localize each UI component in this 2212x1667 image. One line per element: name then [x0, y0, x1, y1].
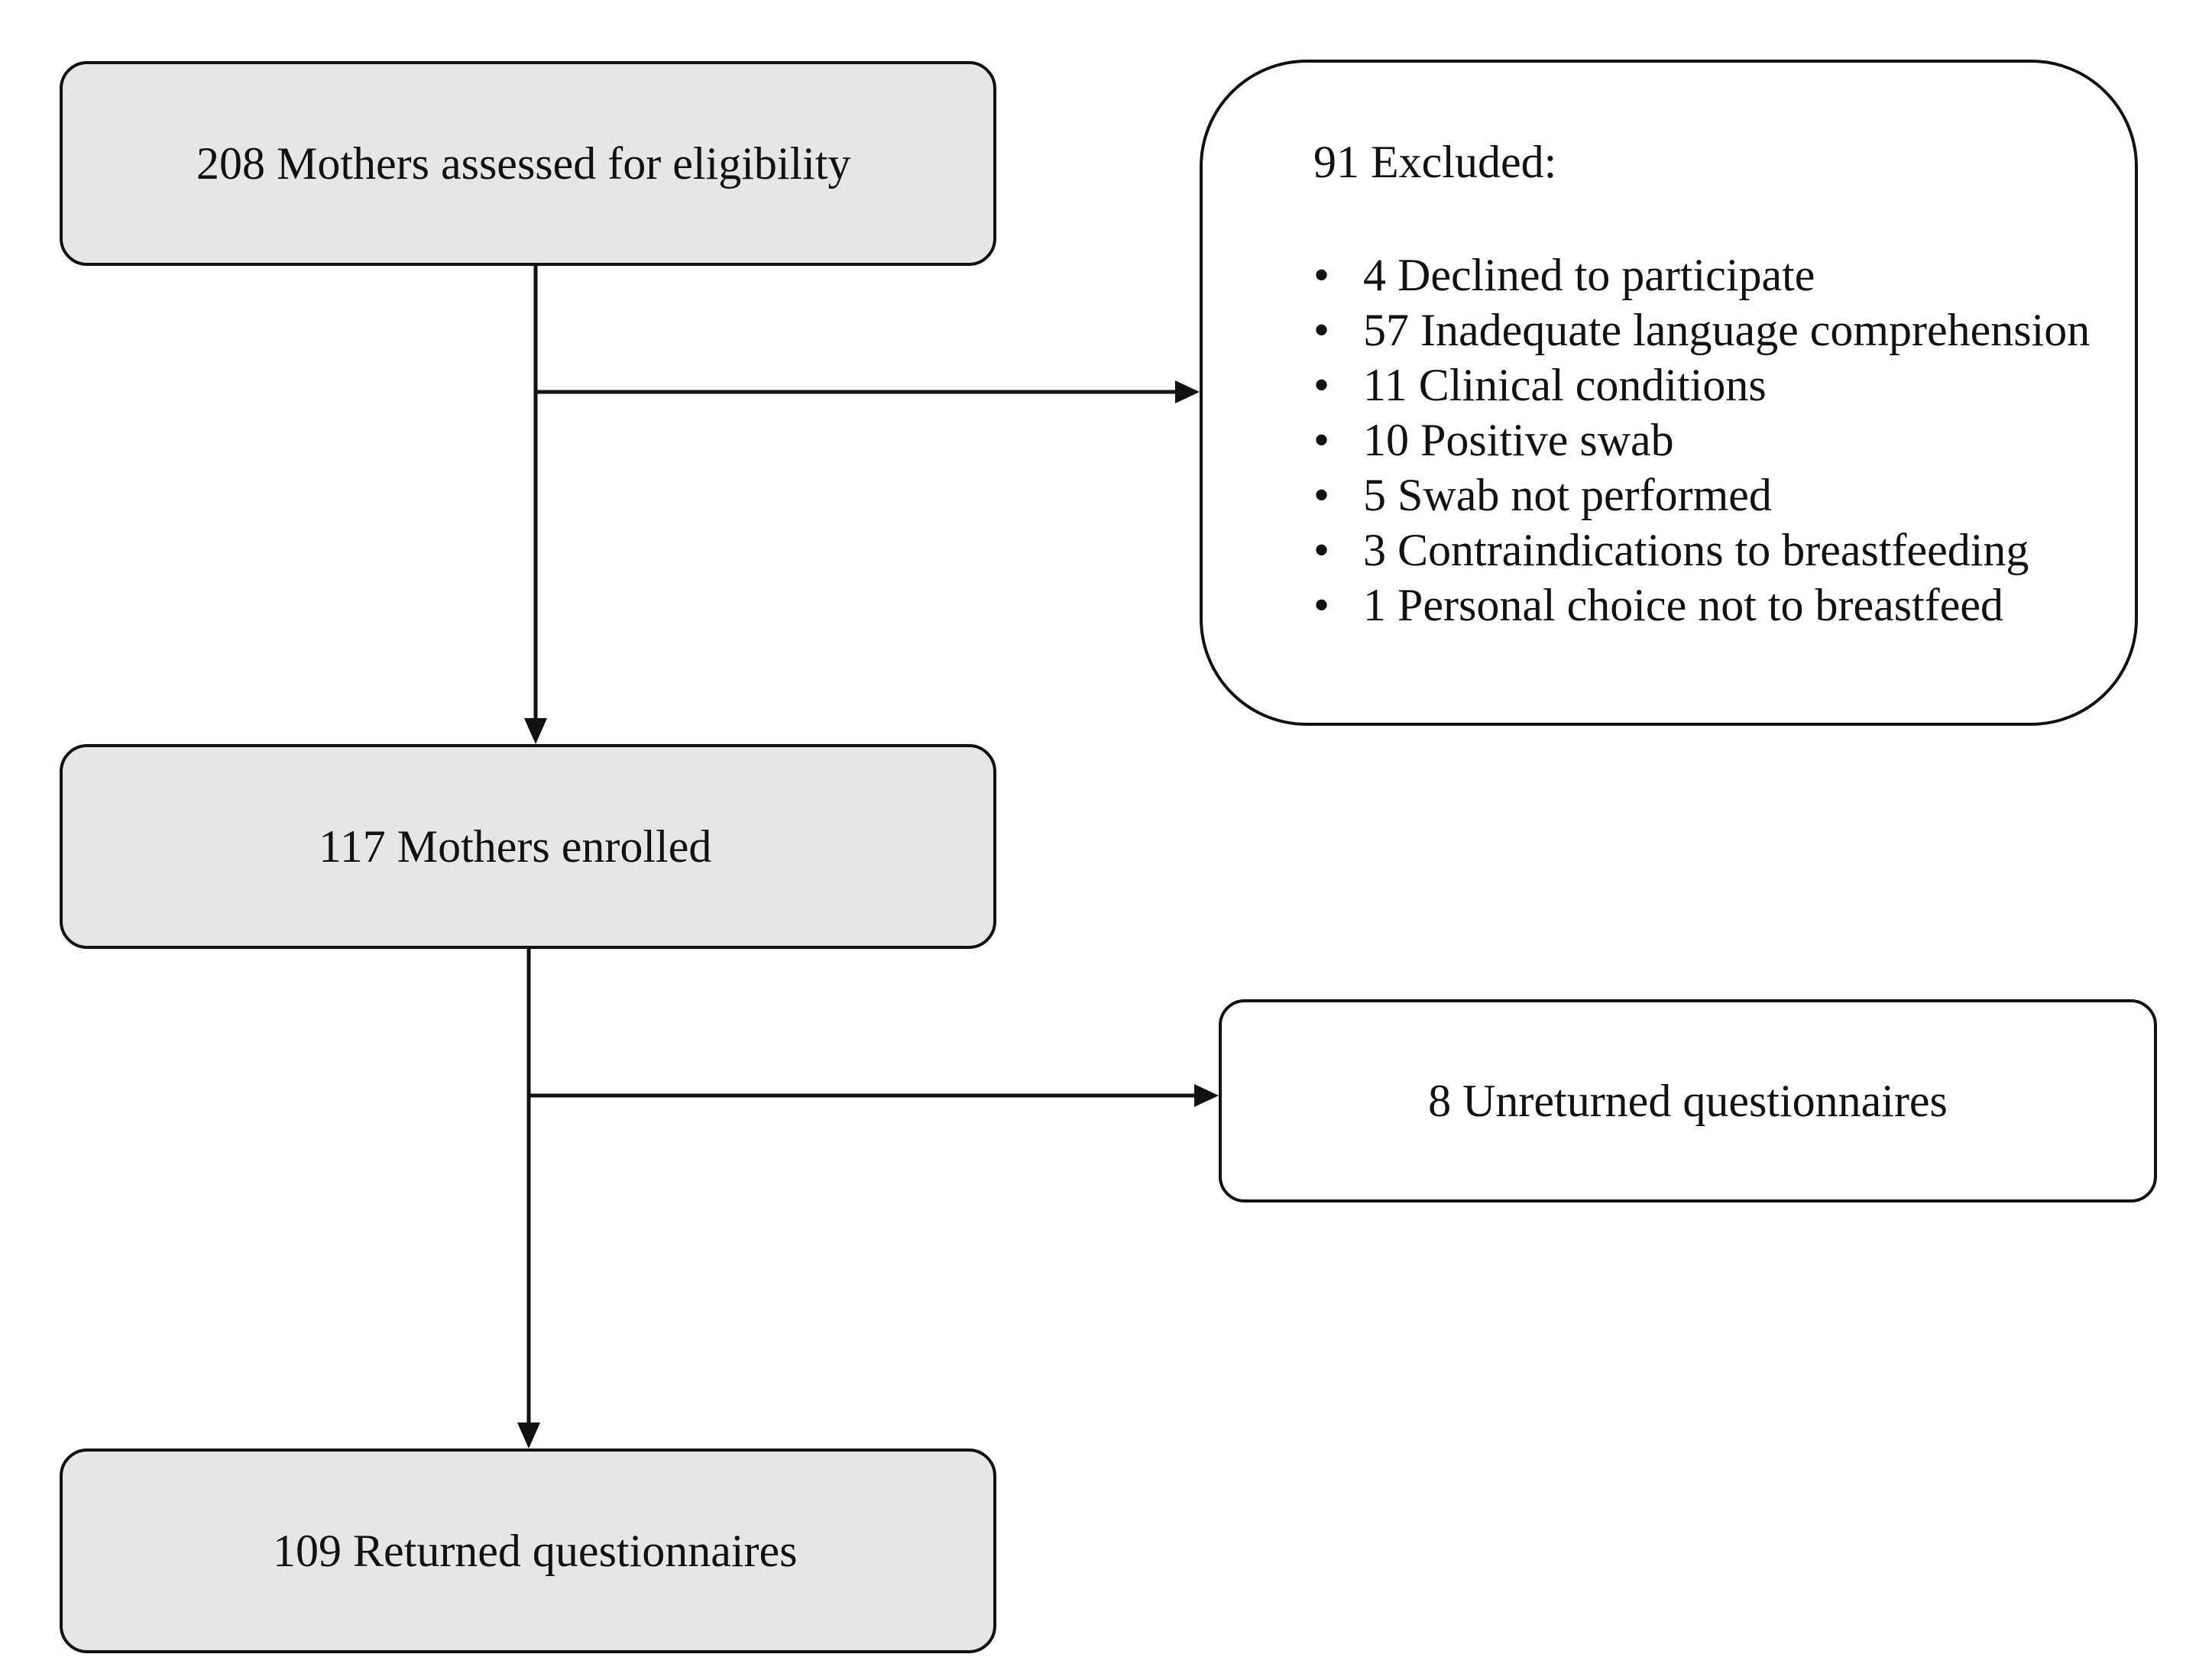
- excluded-reason-item: •4 Declined to participate: [1313, 248, 2090, 303]
- bullet-icon: •: [1313, 305, 1330, 355]
- bullet-icon: •: [1313, 360, 1330, 410]
- excluded-reason-item: •5 Swab not performed: [1313, 468, 2090, 523]
- excluded-reason-item: •1 Personal choice not to breastfeed: [1313, 578, 2090, 633]
- arrowhead-excluded: [1175, 380, 1200, 403]
- arrowhead-enrolled: [524, 718, 547, 744]
- node-unreturned-label: 8 Unreturned questionnaires: [1428, 1076, 1948, 1126]
- node-assessed: 208 Mothers assessed for eligibility: [60, 61, 996, 266]
- bullet-icon: •: [1313, 580, 1330, 630]
- node-enrolled-label: 117 Mothers enrolled: [319, 821, 712, 872]
- node-returned: 109 Returned questionnaires: [60, 1449, 996, 1653]
- node-excluded: 91 Excluded: •4 Declined to participate …: [1200, 60, 2138, 726]
- arrowhead-returned: [517, 1423, 540, 1449]
- node-returned-label: 109 Returned questionnaires: [273, 1526, 798, 1576]
- excluded-reason-item: •57 Inadequate language comprehension: [1313, 303, 2090, 358]
- excluded-reason-item: •10 Positive swab: [1313, 413, 2090, 468]
- node-enrolled: 117 Mothers enrolled: [60, 744, 996, 949]
- bullet-icon: •: [1313, 250, 1330, 300]
- node-excluded-title: 91 Excluded:: [1313, 137, 1557, 187]
- node-assessed-label: 208 Mothers assessed for eligibility: [196, 138, 851, 189]
- excluded-reason-item: •3 Contraindications to breastfeeding: [1313, 523, 2090, 578]
- excluded-reason-item: •11 Clinical conditions: [1313, 358, 2090, 413]
- bullet-icon: •: [1313, 525, 1330, 575]
- bullet-icon: •: [1313, 470, 1330, 520]
- arrowhead-unreturned: [1194, 1084, 1219, 1107]
- node-unreturned: 8 Unreturned questionnaires: [1219, 999, 2157, 1203]
- excluded-reasons-list: •4 Declined to participate •57 Inadequat…: [1313, 248, 2090, 633]
- bullet-icon: •: [1313, 415, 1330, 465]
